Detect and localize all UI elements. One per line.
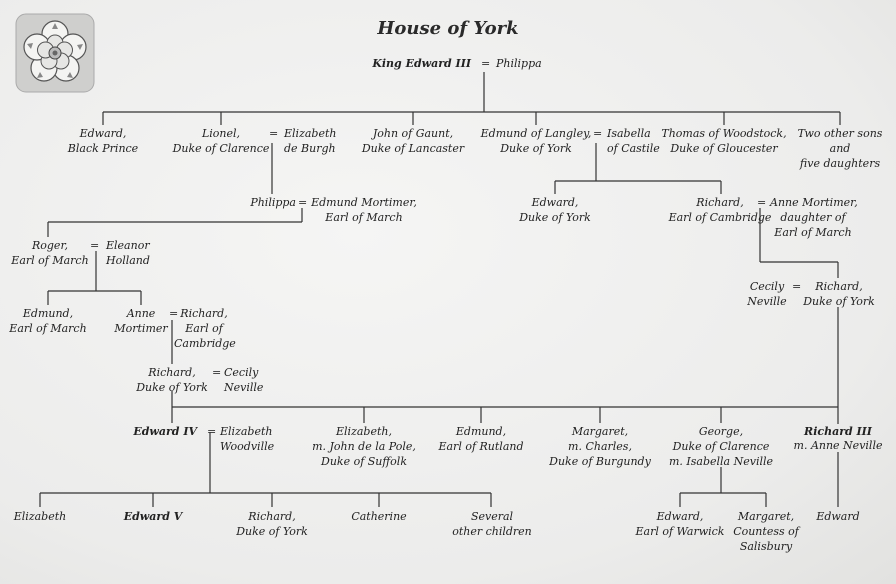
marriage-sign: = [212, 366, 222, 379]
person-elizabeth-de-la-pole: Elizabeth,m. John de la Pole,Duke of Suf… [312, 425, 416, 468]
marriage-sign: = [169, 307, 179, 320]
marriage-sign: = [757, 196, 767, 209]
person-black-prince: Edward,Black Prince [67, 127, 139, 155]
marriage-sign: = [792, 280, 802, 293]
person-edward-earl-of-warwick: Edward,Earl of Warwick [635, 510, 725, 538]
person-edmund-of-langley: Edmund of Langley,Duke of York [480, 127, 592, 155]
person-philippa: Philippa [496, 57, 542, 70]
person-edmund-earl-of-march: Edmund,Earl of March [9, 307, 87, 335]
person-edward-son-of-richard-iii: Edward [816, 510, 860, 523]
marriage-sign: = [207, 425, 217, 438]
marriage-sign: = [593, 127, 603, 140]
person-philippa-clarence: Philippa [250, 196, 296, 209]
person-lionel: Lionel,Duke of Clarence [172, 127, 270, 155]
person-margaret-of-burgundy: Margaret,m. Charles,Duke of Burgundy [549, 425, 651, 468]
person-elizabeth-of-york: Elizabeth [13, 510, 67, 523]
tudor-rose-emblem-icon [15, 13, 95, 93]
person-anne-neville: m. Anne Neville [793, 439, 883, 452]
marriage-sign: = [298, 196, 308, 209]
person-edward-iii: King Edward III [372, 57, 471, 70]
person-john-of-gaunt: John of Gaunt,Duke of Lancaster [361, 127, 465, 155]
person-edmund-earl-of-rutland: Edmund,Earl of Rutland [438, 425, 524, 453]
marriage-sign: = [481, 57, 491, 70]
person-richard-duke-of-york-child: Richard,Duke of York [236, 510, 308, 538]
person-edward-v: Edward V [123, 510, 183, 523]
person-catherine: Catherine [351, 510, 407, 523]
person-roger-earl-of-march: Roger,Earl of March [11, 239, 89, 267]
person-richard-duke-of-york-left: Richard,Duke of York [136, 366, 208, 394]
person-edward-iv: Edward IV [133, 425, 197, 438]
marriage-sign: = [269, 127, 279, 140]
marriage-sign: = [90, 239, 100, 252]
person-edmund-mortimer: Edmund Mortimer,Earl of March [311, 196, 417, 224]
person-richard-iii: Richard III [804, 425, 872, 438]
person-richard-duke-of-york-right: Richard,Duke of York [803, 280, 875, 308]
person-richard-earl-of-cambridge: Richard,Earl of Cambridge [668, 196, 772, 224]
person-edward-duke-of-york: Edward,Duke of York [519, 196, 591, 224]
page-title: House of York [377, 18, 519, 39]
person-thomas-of-woodstock: Thomas of Woodstock,Duke of Gloucester [661, 127, 787, 155]
